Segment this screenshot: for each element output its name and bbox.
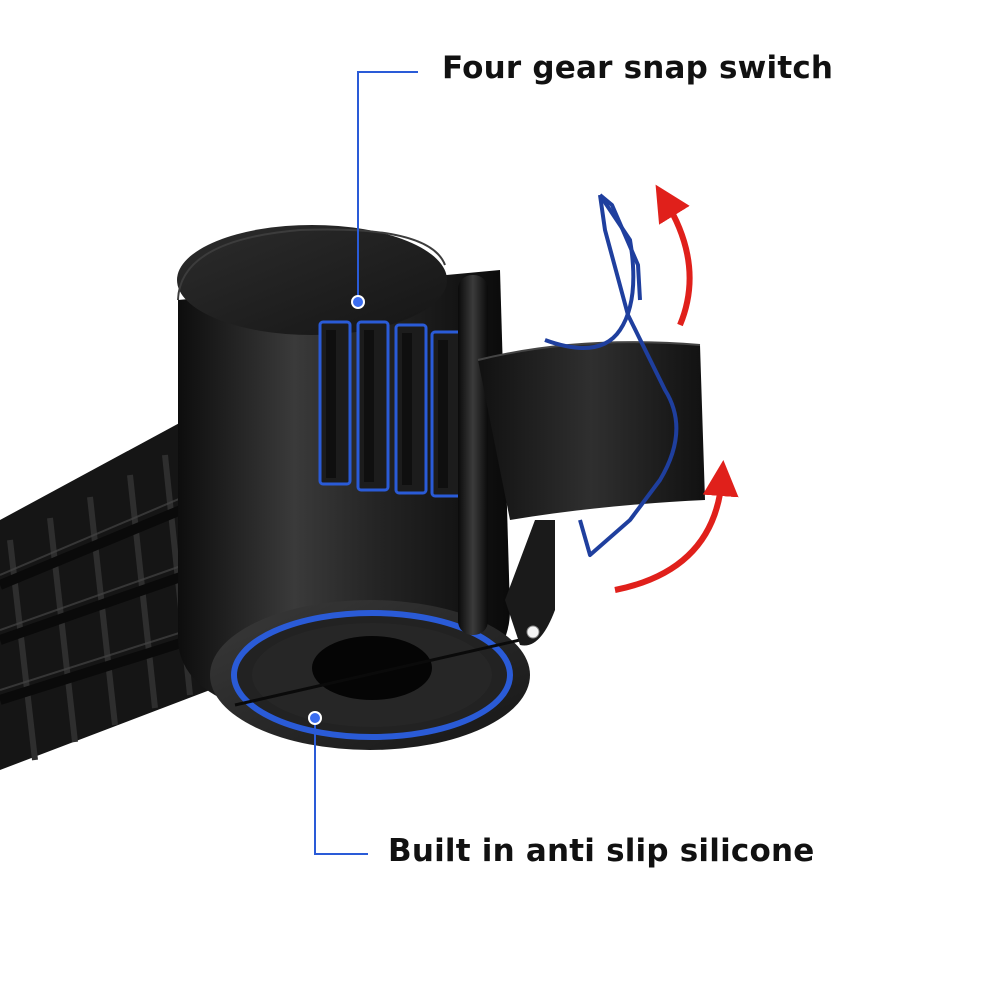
callout-leader-bottom — [308, 711, 368, 855]
front-face — [210, 600, 530, 750]
callout-leader-top — [351, 71, 418, 309]
callout-label-anti-slip: Built in anti slip silicone — [388, 833, 815, 869]
rotation-arrow-icon — [614, 184, 739, 593]
gear-switch-slots — [318, 320, 464, 498]
clip-plate — [477, 341, 705, 520]
callout-label-gear-switch: Four gear snap switch — [442, 50, 834, 86]
spring-wire — [544, 193, 679, 557]
